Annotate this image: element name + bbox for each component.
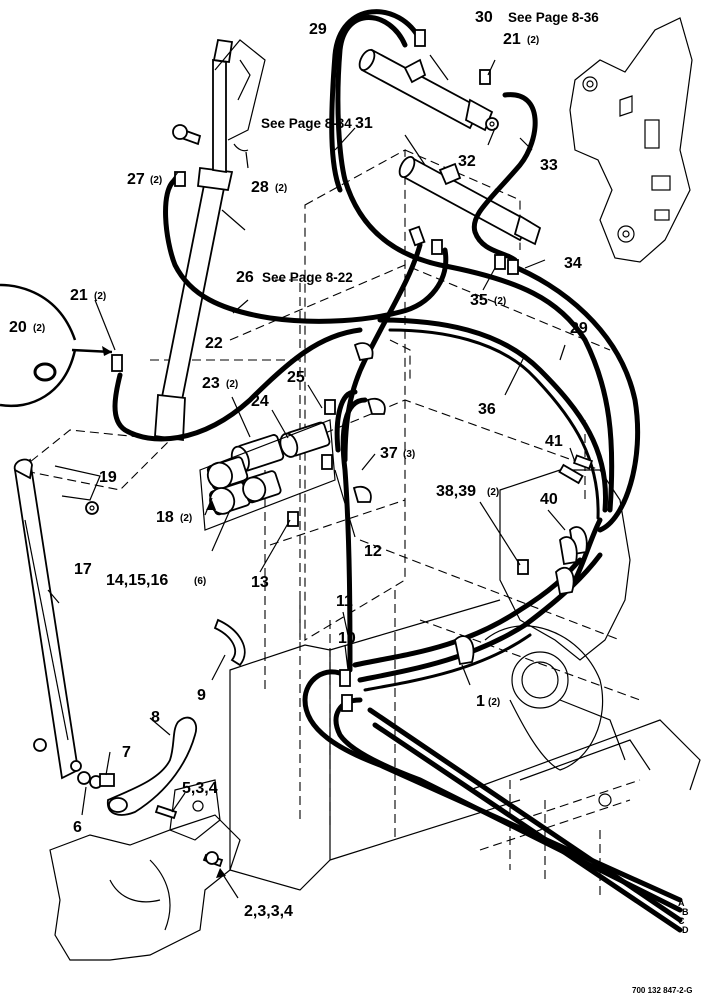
callout-29-top: 29 bbox=[309, 21, 327, 38]
callout-38-39-qty: (2) bbox=[487, 487, 499, 498]
callout-6: 6 bbox=[73, 819, 82, 836]
callout-18-qty: (2) bbox=[180, 513, 192, 524]
callout-21-top-qty: (2) bbox=[527, 35, 539, 46]
callout-27-qty: (2) bbox=[150, 175, 162, 186]
hose-holder-9 bbox=[213, 618, 246, 667]
clip-28 bbox=[233, 143, 249, 152]
cylinder-30 bbox=[358, 48, 499, 132]
clamp-1 bbox=[454, 566, 575, 666]
callout-37-qty: (3) bbox=[403, 449, 415, 460]
callout-36: 36 bbox=[478, 401, 496, 418]
callout-7: 7 bbox=[122, 744, 131, 761]
callout-35: 35 bbox=[470, 292, 488, 309]
fittings bbox=[111, 29, 594, 712]
callout-29-right: 29 bbox=[570, 320, 588, 337]
callout-1-qty: (2) bbox=[488, 697, 500, 708]
callout-41: 41 bbox=[545, 433, 563, 450]
couplers bbox=[206, 421, 331, 516]
clamp-37 bbox=[352, 342, 386, 503]
callout-9: 9 bbox=[197, 687, 206, 704]
page-ref-8-36: See Page 8-36 bbox=[508, 10, 599, 25]
hose-end-b: B bbox=[682, 907, 689, 917]
lower-bracket bbox=[49, 779, 241, 961]
callout-13: 13 bbox=[251, 574, 269, 591]
callout-14-15-16-qty: (6) bbox=[194, 576, 206, 587]
washers-6-7 bbox=[77, 771, 115, 789]
bolts-2-3-4-5 bbox=[154, 804, 224, 868]
upper-mount-plate bbox=[569, 17, 693, 263]
hose-end-c: C bbox=[678, 916, 685, 926]
callout-20: 20 bbox=[9, 319, 27, 336]
callout-14-15-16: 14,15,16 bbox=[106, 572, 168, 589]
figure-code: 700 132 847-2-G bbox=[632, 986, 693, 995]
decal-41 bbox=[558, 463, 584, 485]
callout-25: 25 bbox=[287, 369, 305, 386]
callout-21-left: 21 bbox=[70, 287, 88, 304]
jack-stand-17 bbox=[13, 458, 101, 780]
callout-5-3-4: 5,3,4 bbox=[182, 780, 218, 797]
callout-34: 34 bbox=[564, 255, 582, 272]
callout-20-qty: (2) bbox=[33, 323, 45, 334]
callout-23: 23 bbox=[202, 375, 220, 392]
main-frame-lower bbox=[229, 599, 701, 891]
callout-27: 27 bbox=[127, 171, 145, 188]
pin-27 bbox=[172, 124, 202, 146]
page-ref-8-34: See Page 8-34 bbox=[261, 116, 352, 131]
hydraulic-hoses bbox=[112, 9, 683, 933]
callout-21-left-qty: (2) bbox=[94, 291, 106, 302]
callout-37: 37 bbox=[380, 445, 398, 462]
callout-30: 30 bbox=[475, 9, 493, 26]
callout-1: 1 bbox=[476, 693, 485, 710]
callout-26: 26 bbox=[236, 269, 254, 286]
callout-32: 32 bbox=[458, 153, 476, 170]
leader-28 bbox=[245, 151, 249, 169]
callout-labels: 29 30 See Page 8-36 21 (2) See Page 8-34… bbox=[9, 9, 693, 995]
callout-28: 28 bbox=[251, 179, 269, 196]
callout-8: 8 bbox=[151, 709, 160, 726]
callout-40: 40 bbox=[540, 491, 558, 508]
callout-38-39: 38,39 bbox=[436, 483, 476, 500]
handle-8 bbox=[107, 716, 198, 816]
callout-18: 18 bbox=[156, 509, 174, 526]
callout-28-qty: (2) bbox=[275, 183, 287, 194]
callout-19: 19 bbox=[99, 469, 117, 486]
callout-2-3-3-4: 2,3,3,4 bbox=[244, 903, 293, 920]
hose-end-d: D bbox=[682, 925, 689, 935]
callout-11: 11 bbox=[336, 593, 353, 610]
callout-23-qty: (2) bbox=[226, 379, 238, 390]
leader-lines bbox=[47, 54, 576, 899]
clamp-40 bbox=[559, 526, 588, 566]
callout-24: 24 bbox=[251, 393, 269, 410]
hose-end-a: A bbox=[678, 898, 685, 908]
callout-21-top: 21 bbox=[503, 31, 521, 48]
cylinder-26 bbox=[154, 38, 266, 442]
callout-17: 17 bbox=[74, 561, 92, 578]
callout-33: 33 bbox=[540, 157, 558, 174]
callout-35-qty: (2) bbox=[494, 296, 506, 307]
page-ref-8-22: See Page 8-22 bbox=[262, 270, 353, 285]
callout-31: 31 bbox=[355, 115, 373, 132]
seal-detail bbox=[0, 283, 113, 408]
callout-10: 10 bbox=[338, 630, 356, 647]
callout-22: 22 bbox=[205, 335, 223, 352]
callout-12: 12 bbox=[364, 543, 382, 560]
